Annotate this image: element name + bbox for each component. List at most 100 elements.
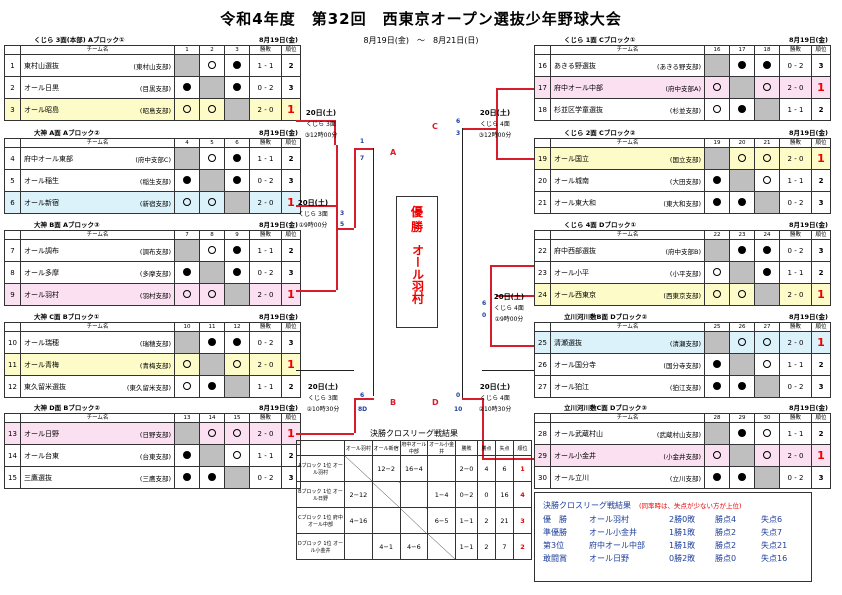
- rank: 2: [281, 147, 301, 170]
- team-number: 21: [534, 191, 551, 214]
- self-match-cell: [224, 191, 250, 214]
- match-result-cell: [174, 353, 200, 376]
- match-result-cell: [199, 422, 225, 445]
- header-cell: 21: [754, 138, 780, 148]
- result-lost: 失点16: [761, 554, 788, 563]
- self-match-cell: [729, 444, 755, 467]
- loss-mark-icon: [183, 472, 191, 481]
- team-number: 27: [534, 375, 551, 398]
- rank: 3: [811, 375, 831, 398]
- team-name-cell: オール小金井(小金井支部): [550, 444, 705, 467]
- team-branch: (東大和支部): [663, 199, 701, 208]
- team-branch: (瑞穂支部): [139, 339, 171, 348]
- win-mark-icon: [208, 289, 216, 298]
- self-match-cell: [704, 331, 730, 354]
- match-result-cell: [174, 76, 200, 99]
- match-result-cell: [199, 331, 225, 354]
- champion-label: 勝: [410, 220, 423, 234]
- team-branch: (府中支部C): [135, 155, 171, 164]
- results-title: 決勝クロスリーグ戦結果 (同率時は、失点が少ない方が上位): [543, 501, 742, 510]
- bracket-line: [336, 228, 354, 230]
- win-loss: 1 - 1: [249, 375, 282, 398]
- win-loss: 2 - 0: [779, 147, 812, 170]
- group-name: 大神 A面 Aブロック②: [34, 129, 100, 137]
- win-loss: 1 - 1: [779, 98, 812, 121]
- cross-header-cell: オール新宿: [371, 440, 401, 456]
- team-name: オール狛江: [554, 382, 589, 391]
- team-name-cell: あきる野選抜 (あきる野支部): [550, 54, 705, 77]
- group-name: くじら 4面 Dブロック①: [564, 221, 636, 229]
- team-branch: (立川支部): [669, 474, 701, 483]
- loss-mark-icon: [738, 245, 746, 254]
- team-name-cell: 府中オール中部(府中支部A): [550, 76, 705, 99]
- win-mark-icon: [763, 428, 771, 437]
- team-name-cell: オール稲生(稲生支部): [20, 169, 175, 192]
- self-match-cell: [754, 283, 780, 306]
- team-number: 16: [534, 54, 551, 77]
- header-cell: 13: [174, 413, 200, 423]
- team-number: 20: [534, 169, 551, 192]
- win-mark-icon: [763, 153, 771, 162]
- team-name-cell: オール立川(立川支部): [550, 466, 705, 489]
- match-result-cell: [729, 422, 755, 445]
- loss-mark-icon: [763, 245, 771, 254]
- rank: 1: [281, 283, 301, 306]
- team-name-cell: オール昭島(昭島支部): [20, 98, 175, 121]
- win-loss: 0 - 2: [249, 76, 282, 99]
- team-branch: (多摩支部): [139, 269, 171, 278]
- team-name-cell: 東村山選抜(東村山支部): [20, 54, 175, 77]
- header-cell: 29: [729, 413, 755, 423]
- team-name-cell: オール東大和(東大和支部): [550, 191, 705, 214]
- team-branch: (稲生支部): [139, 177, 171, 186]
- bracket-score: 0: [482, 312, 487, 319]
- team-name: 杉並区学童選抜: [554, 105, 603, 114]
- team-name: オール日野: [24, 429, 59, 438]
- team-number: 6: [4, 191, 21, 214]
- champion-label: 優: [410, 205, 423, 219]
- cross-record: 1−1: [455, 507, 478, 534]
- bracket-line: [354, 148, 374, 150]
- rank: 2: [811, 169, 831, 192]
- header-cell: 2: [199, 45, 225, 55]
- header-cell: 16: [704, 45, 730, 55]
- self-match-cell: [729, 353, 755, 376]
- team-branch: (あきる野支部): [657, 62, 701, 71]
- bracket-line: [490, 265, 534, 267]
- match-result-cell: [704, 283, 730, 306]
- match-result-cell: [224, 422, 250, 445]
- team-name-cell: オール日黒(目黒支部): [20, 76, 175, 99]
- result-points: 勝点2: [715, 541, 737, 550]
- loss-mark-icon: [233, 82, 241, 91]
- cross-points: 0: [477, 481, 496, 508]
- result-place: 第3位: [543, 541, 565, 550]
- cross-score: [344, 533, 373, 560]
- self-match-cell: [199, 353, 225, 376]
- result-place: 準優勝: [543, 528, 567, 537]
- team-number: 17: [534, 76, 551, 99]
- match-result-cell: [224, 261, 250, 284]
- team-name-cell: オール日野(日野支部): [20, 422, 175, 445]
- loss-mark-icon: [738, 104, 746, 113]
- bracket-line: [490, 345, 534, 347]
- match-result-cell: [754, 147, 780, 170]
- team-branch: (国分寺支部): [663, 361, 701, 370]
- self-match-cell: [754, 98, 780, 121]
- team-name: あきる野選抜: [554, 61, 596, 70]
- bracket-line: [296, 433, 354, 435]
- self-match-cell: [754, 375, 780, 398]
- header-cell: 12: [224, 322, 250, 332]
- cross-league-title: 決勝クロスリーグ戦結果: [370, 429, 458, 438]
- match-result-cell: [704, 169, 730, 192]
- self-match-cell: [427, 533, 456, 560]
